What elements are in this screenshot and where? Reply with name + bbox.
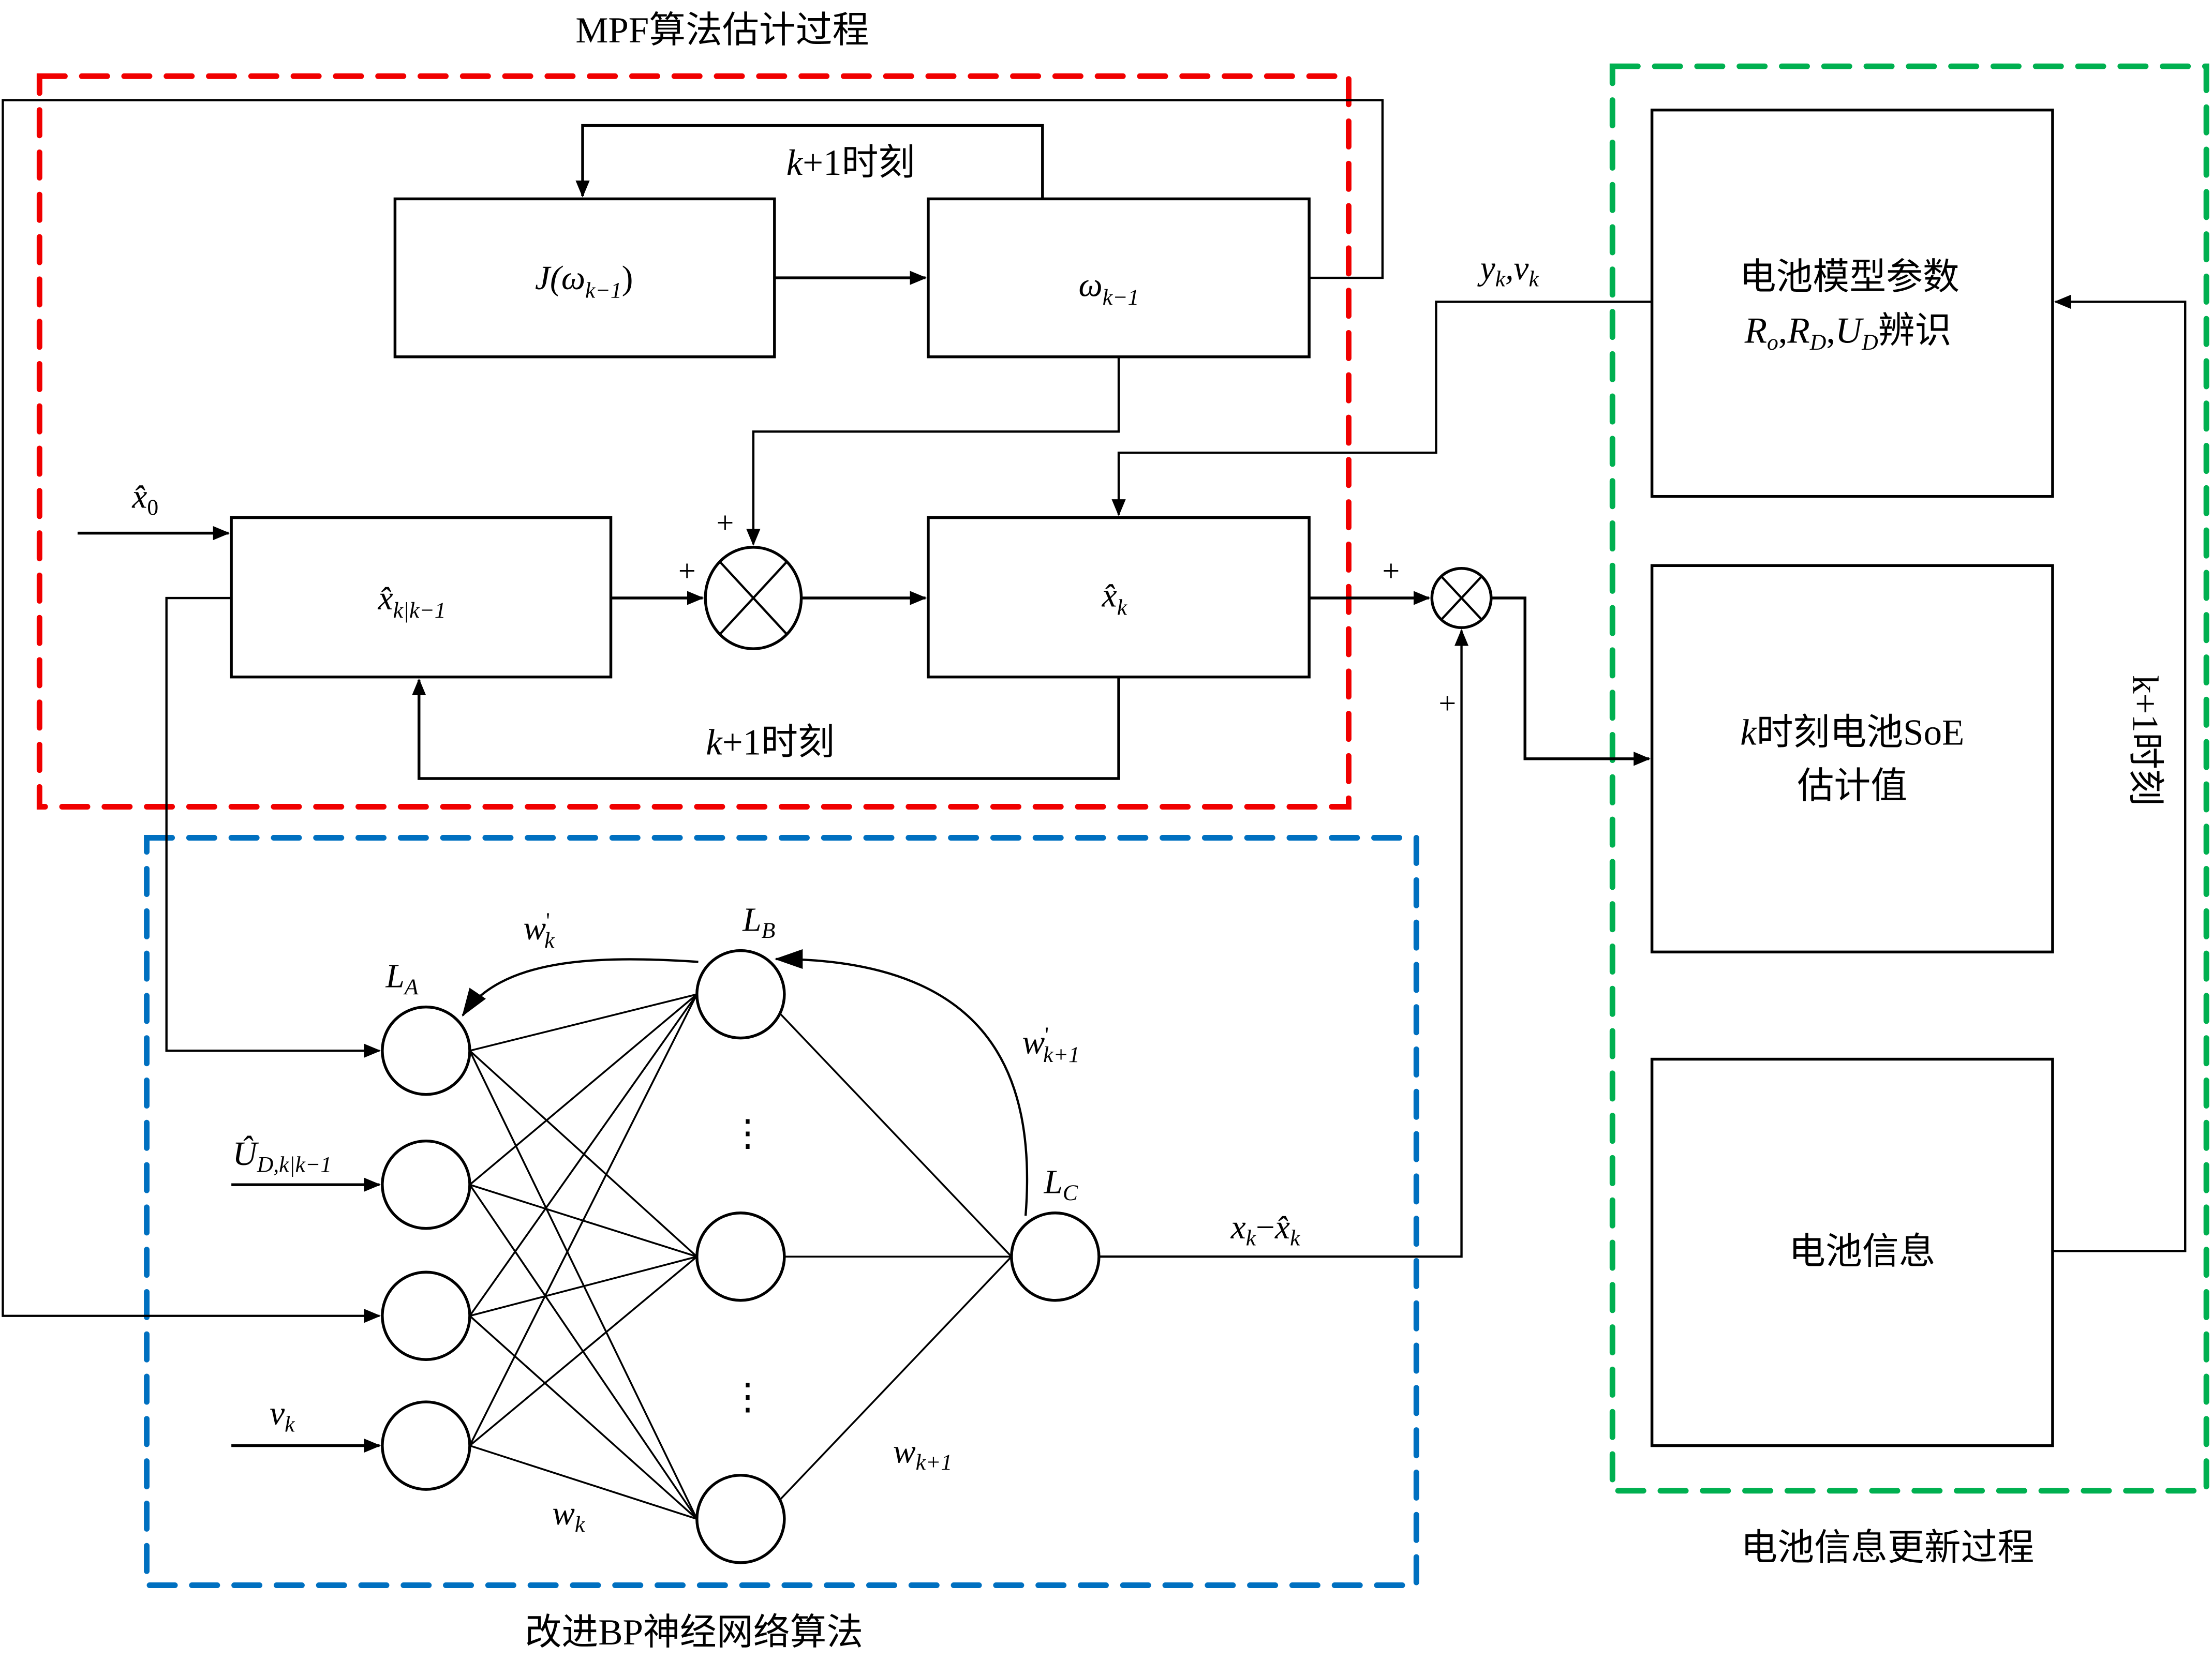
j-block: J(ωk−1) bbox=[393, 197, 776, 358]
wire-outer-loop bbox=[2, 99, 1384, 1323]
battery-group-frame bbox=[1609, 63, 2209, 1494]
weight-wk-label: wk bbox=[552, 1495, 585, 1537]
j-close: ) bbox=[622, 260, 633, 297]
nn-node-input-1 bbox=[381, 1139, 471, 1230]
arc-lc-to-lb bbox=[774, 949, 1029, 1216]
initial-input-label: x̂0 bbox=[131, 478, 158, 520]
nn-edge-a2-b1 bbox=[469, 1255, 697, 1317]
wire-top-loop bbox=[575, 124, 1044, 199]
sum1-plus-top: + bbox=[716, 506, 734, 540]
sum2-plus-left: + bbox=[1382, 554, 1400, 588]
top-loop-label: k+1时刻 bbox=[786, 143, 915, 183]
svg-text:x̂k|k−1: x̂k|k−1 bbox=[378, 580, 446, 623]
soe-line1: k时刻电池SoE bbox=[1740, 713, 1964, 753]
bottom-loop-label: k+1时刻 bbox=[706, 723, 835, 763]
nn-edge-a3-b2 bbox=[469, 1444, 697, 1520]
weight-wk1-label: wk+1 bbox=[893, 1433, 952, 1475]
nn-node-hidden-1 bbox=[695, 1211, 786, 1302]
layer-a-label: LA bbox=[385, 958, 419, 999]
param-line1: 电池模型参数 bbox=[1740, 257, 1959, 297]
sum1-plus-left: + bbox=[678, 554, 696, 588]
hidden-ellipsis-lower: ⋮ bbox=[730, 1377, 766, 1417]
nn-edge-a1-b0 bbox=[469, 993, 697, 1186]
nn-edge-b0-c0 bbox=[777, 1010, 1013, 1258]
j-sub: k−1 bbox=[585, 278, 622, 303]
nn-edge-b2-c0 bbox=[777, 1256, 1013, 1503]
layer-b-label: LB bbox=[742, 901, 775, 943]
bp-group-title: 改进BP神经网络算法 bbox=[525, 1612, 864, 1653]
nn-node-hidden-2 bbox=[695, 1474, 786, 1564]
sum2-plus-bottom: + bbox=[1438, 686, 1456, 721]
nn-edge-a2-b0 bbox=[469, 994, 698, 1317]
battery-feedback-label: k+1时刻 bbox=[2125, 675, 2165, 806]
nn-node-output-0 bbox=[1010, 1211, 1101, 1302]
arc-lb-to-la bbox=[462, 958, 699, 1017]
input-ud-label: ÛD,k|k−1 bbox=[232, 1135, 332, 1177]
posterior-estimate-block: x̂k bbox=[927, 516, 1311, 679]
mpf-group-frame bbox=[36, 73, 1352, 810]
soe-line2: 估计值 bbox=[1797, 766, 1907, 806]
nn-edge-a0-b2 bbox=[469, 1050, 698, 1520]
hidden-ellipsis-upper: ⋮ bbox=[730, 1113, 766, 1154]
svg-text:ωk−1: ωk−1 bbox=[1079, 267, 1139, 310]
nn-edges bbox=[469, 993, 1013, 1520]
wire-omega-to-sum1 bbox=[746, 356, 1120, 546]
nn-edge-a3-b1 bbox=[469, 1255, 697, 1446]
nn-nodes bbox=[381, 949, 1101, 1564]
sum-junction-2 bbox=[1430, 567, 1493, 629]
yk-vk-label: yk,vk bbox=[1477, 250, 1539, 292]
mpf-group-title: MPF算法估计过程 bbox=[575, 10, 869, 51]
prior-sub: k|k−1 bbox=[393, 598, 446, 623]
battery-param-block: 电池模型参数 Ro,RD,UD辨识 bbox=[1650, 108, 2054, 498]
soe-estimate-block: k时刻电池SoE 估计值 bbox=[1650, 564, 2054, 954]
nn-node-input-3 bbox=[381, 1400, 471, 1491]
omega-sub: k−1 bbox=[1103, 285, 1139, 310]
wire-sum2-to-soe bbox=[1491, 596, 1651, 766]
nn-edge-a3-b0 bbox=[469, 994, 698, 1446]
posterior-sub: k bbox=[1117, 595, 1127, 620]
svg-text:x̂k: x̂k bbox=[1102, 577, 1127, 620]
nn-node-input-0 bbox=[381, 1005, 471, 1096]
omega-symbol: ω bbox=[1079, 267, 1103, 304]
param-line2: Ro,RD,UD辨识 bbox=[1744, 311, 1952, 355]
nn-edge-a2-b2 bbox=[469, 1315, 698, 1520]
battery-group-title: 电池信息更新过程 bbox=[1741, 1528, 2034, 1568]
bp-group-frame bbox=[144, 835, 1419, 1588]
j-omega: ω bbox=[561, 260, 585, 297]
wire-yk-to-post bbox=[1111, 301, 1652, 516]
wire-error-to-sum2 bbox=[1098, 629, 1469, 1258]
prior-var: x̂ bbox=[378, 580, 393, 617]
prior-estimate-block: x̂k|k−1 bbox=[230, 516, 613, 679]
j-fn: J( bbox=[535, 260, 563, 297]
wire-bottom-loop bbox=[412, 677, 1120, 780]
svg-text:J(ωk−1): J(ωk−1) bbox=[535, 260, 633, 303]
layer-c-label: LC bbox=[1044, 1164, 1078, 1206]
nn-edge-a0-b0 bbox=[469, 993, 697, 1052]
input-vk-label: vk bbox=[270, 1395, 295, 1437]
info-label: 电池信息 bbox=[1789, 1232, 1936, 1272]
wire-prior-to-la bbox=[165, 596, 381, 1058]
sum-junction-1 bbox=[704, 546, 803, 650]
omega-block: ωk−1 bbox=[927, 197, 1311, 358]
weight-wk-prime-label: w'k bbox=[524, 908, 555, 953]
battery-info-block: 电池信息 bbox=[1650, 1057, 2054, 1447]
weight-wk1-prime-label: w'k+1 bbox=[1022, 1023, 1080, 1067]
wire-info-feedback bbox=[2052, 294, 2187, 1252]
error-label: xk−x̂k bbox=[1230, 1209, 1300, 1251]
nn-node-input-2 bbox=[381, 1270, 471, 1361]
nn-node-hidden-0 bbox=[695, 949, 786, 1040]
posterior-var: x̂ bbox=[1102, 577, 1117, 614]
